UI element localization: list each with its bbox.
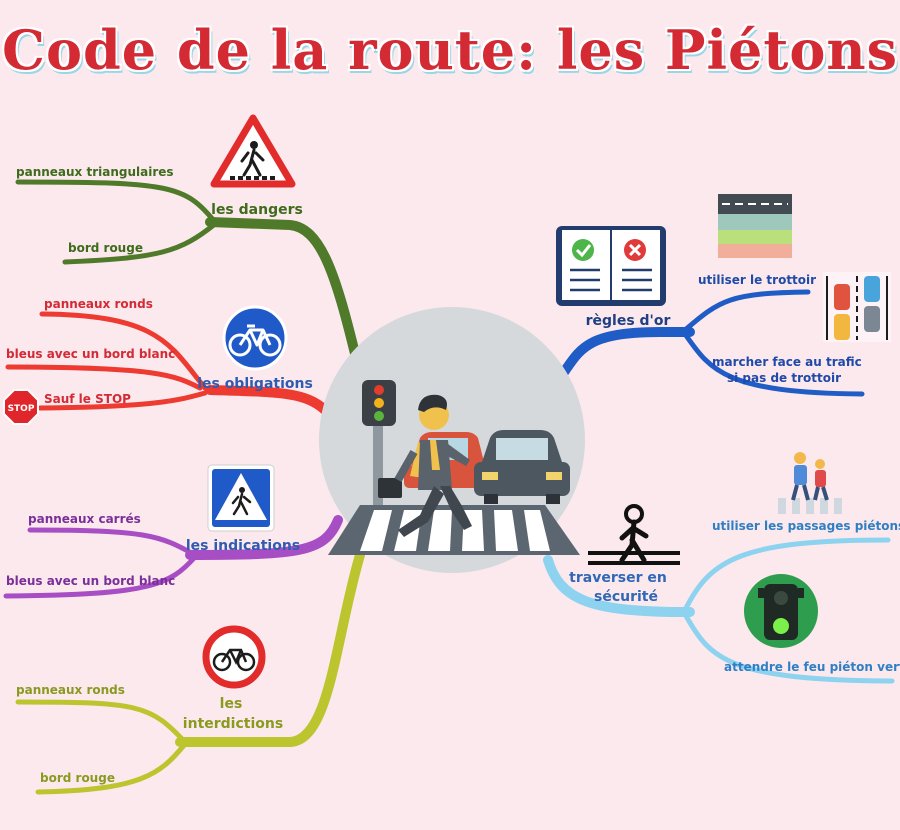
branch-indications-leaf2 [3,554,198,599]
stop-sign-icon: STOP [3,389,39,425]
bicycle-obligation-sign-icon [222,305,288,371]
branch-regles-leaf2 [682,331,865,397]
leaf-interdictions-1: panneaux ronds [16,683,125,697]
branch-label-dangers: les dangers [211,202,303,218]
branch-indications-main [185,515,343,560]
leaf-securite-1: utiliser les passages piétons [712,519,900,533]
pedestrian-businessman-icon [378,394,472,537]
leaf-indications-2: bleus avec un bord blanc [6,574,175,588]
leaf-obligations-1: panneaux ronds [44,297,153,311]
branch-interdictions-leaf2 [35,741,188,795]
branch-obligations-leaf3 [37,390,208,411]
branch-label-regles: règles d'or [586,313,671,329]
leaf-regles-3: si pas de trottoir [727,371,841,385]
leaf-regles-2: marcher face au trafic [712,355,862,369]
cars-traffic-icon [823,272,891,342]
branch-securite-leaf1 [682,537,891,613]
branch-regles-main [557,327,695,380]
branch-dangers-leaf1 [15,179,218,225]
branch-securite-main [543,555,695,617]
leaf-securite-2: attendre le feu piéton vert [724,660,900,674]
branch-obligations-main [205,385,330,415]
branch-label-interdictions-line2: interdictions [183,716,283,732]
pedestrian-crossing-icon [588,504,680,565]
branch-label-securite-line2: sécurité [594,589,658,605]
no-bicycle-sign-icon [202,625,266,689]
children-crossing-icon [778,452,842,514]
branch-obligations-leaf2 [5,364,203,391]
grey-car-icon [474,430,570,504]
leaf-interdictions-2: bord rouge [40,771,115,785]
branch-dangers-main [205,217,362,367]
leaf-obligations-3: Sauf le STOP [44,392,131,406]
branch-interdictions-leaf1 [15,699,188,745]
branch-labels: les dangers les obligations les indicati… [183,202,671,732]
branch-indications-leaf1 [27,527,198,558]
crosswalk-road [328,505,580,555]
leaf-obligations-2: bleus avec un bord blanc [6,347,175,361]
leaf-regles-1: utiliser le trottoir [698,273,816,287]
branch-interdictions-main [175,550,365,747]
leaf-dangers-1: panneaux triangulaires [16,165,174,179]
pedestrian-crossing-sign-icon [207,464,275,532]
leaf-labels: panneaux triangulaires bord rouge pannea… [6,165,900,785]
sidewalk-road-icon [718,194,792,258]
branch-regles-leaf1 [682,289,811,333]
page-title: Code de la route: les Piétons [1,18,899,82]
warning-triangle-sign-icon [210,114,296,188]
branch-lines [3,179,895,795]
green-traffic-light-icon [744,574,818,648]
branch-obligations-leaf1 [39,311,208,391]
branch-label-obligations: les obligations [197,376,313,392]
leaf-dangers-2: bord rouge [68,241,143,255]
rule-book-icon [556,226,666,306]
branch-dangers-leaf2 [62,221,218,265]
branch-label-securite-line1: traverser en [569,570,667,586]
leaf-indications-1: panneaux carrés [28,512,141,526]
stop-sign-text: STOP [8,404,35,414]
branch-label-interdictions-line1: les [220,696,243,712]
branch-label-indications: les indications [186,538,300,554]
traffic-light-icon [362,380,396,505]
branch-securite-leaf2 [682,611,895,684]
center-illustration [319,307,585,573]
